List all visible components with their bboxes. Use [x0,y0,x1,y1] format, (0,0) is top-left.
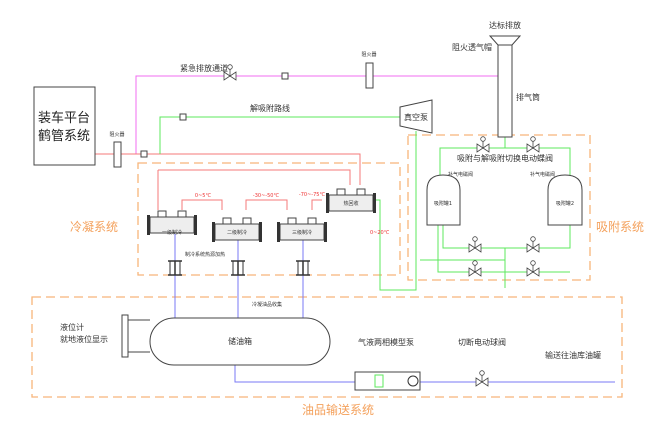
air-valve-2-label: 补气电磁阀 [530,171,555,178]
switch-valve-icon [526,136,540,153]
loading-platform [33,86,96,166]
destination-label: 输送往油库油罐 [545,350,601,360]
adsorb-tank-2-label: 吸附罐2 [556,200,574,207]
flame-arrester-2 [365,62,374,89]
condense-system-title: 冷凝系统 [70,219,118,234]
stack-top-label: 达标排放 [489,20,521,30]
heating-label: 制冷系统热源加热 [185,251,225,258]
ball-valve-label: 切断电动球阀 [458,337,506,347]
switch-valve-icon [468,236,482,253]
stack-body-label: 排气筒 [516,92,540,102]
stage2-label: 二级制冷 [227,229,247,236]
temp-label-1: 0~5℃ [195,193,212,199]
stage3-label: 三级制冷 [292,229,312,236]
check-valve-icon [281,72,289,80]
flame-arrester-1-label: 阻火器 [109,131,124,138]
two-phase-pump [354,371,421,391]
gauge-label-1: 液位计 [60,322,84,332]
loading-label-2: 鹤管系统 [38,128,90,144]
gas-pipe [95,153,361,210]
filter-icon [230,260,246,276]
adsorb-tank-1-label: 吸附罐1 [434,200,452,207]
collect-label: 冷凝油品收集 [252,301,282,308]
heat-recovery-label: 热回收 [343,200,358,207]
desorption-line-label: 解吸附路线 [250,103,290,113]
condense-system-boundary [137,162,401,276]
switch-valve-label: 吸附与解吸附切换电动蝶阀 [457,153,553,163]
switch-valve-icon [476,136,490,153]
vacuum-pump-label: 真空泵 [404,112,428,122]
pump-label: 气液两相模型泵 [358,337,414,347]
temp-label-3: -70~-75℃ [299,192,326,198]
adsorb-tank-2 [547,174,583,226]
flame-arrester-2-label: 阻火器 [361,51,376,58]
oil-system-title: 油品输送系统 [302,402,374,417]
emergency-pipe [135,75,498,154]
check-valve-icon [179,113,187,121]
loading-label-1: 装车平台 [38,110,90,126]
gauge-label-2: 就地液位显示 [60,334,108,344]
oil-storage-tank [149,317,331,366]
filter-icon [167,260,183,276]
filter-icon [295,260,311,276]
oil-tank-label: 储油箱 [228,336,252,346]
vacuum-pump [399,99,433,134]
stack-cap [488,35,522,46]
adsorb-system-title: 吸附系统 [596,220,644,234]
switch-valve-icon [526,236,540,253]
temp-label-2: -30~-50℃ [253,193,280,199]
switch-valve-icon [526,260,540,277]
oil-pipe [174,234,615,383]
stage1-label: 一级制冷 [162,229,182,236]
adsorb-tank-1 [426,174,461,226]
exhaust-stack [497,44,513,138]
desorb-pipe [159,116,571,291]
ball-valve-icon [475,370,489,387]
check-valve-icon [140,150,148,158]
level-gauge [121,314,129,358]
oil-system-boundary [31,296,623,398]
switch-valve-icon [468,260,482,277]
air-valve-1-label: 补气电磁阀 [448,171,473,178]
flame-arrester-1 [113,141,122,168]
emergency-line-label: 紧急排放通道 [180,63,228,73]
stack-cap-label: 阻火透气帽 [452,42,492,52]
temp-label-4: 0~20℃ [370,230,390,236]
